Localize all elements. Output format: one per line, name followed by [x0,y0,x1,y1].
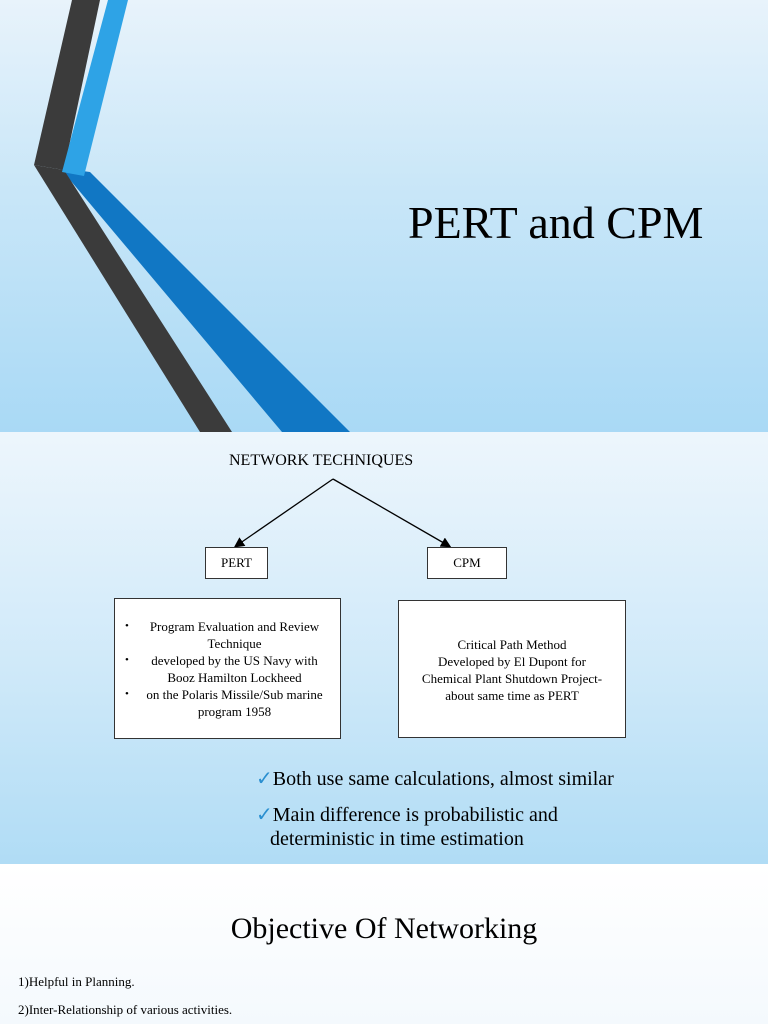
cpm-box: CPM [427,547,507,579]
checkmark-icon: ✓ [256,766,273,790]
cpm-line: about same time as PERT [445,688,579,703]
pert-bullet: developed by the US Navy with Booz Hamil… [125,652,330,686]
check-point: ✓Main difference is probabilistic and [256,802,558,827]
arrow-to-pert [233,478,334,548]
dark-stripe-bottom [34,165,232,432]
pert-detail-box: Program Evaluation and Review Technique … [114,598,341,739]
network-techniques-heading: NETWORK TECHNIQUES [229,452,414,469]
connector-lines [233,478,452,548]
title-slide: PERT and CPM [0,0,768,432]
cpm-line: Developed by El Dupont for [437,654,587,669]
pert-bullet-list: Program Evaluation and Review Technique … [125,618,330,720]
cpm-detail-box: Critical Path Method Developed by El Dup… [398,600,626,738]
check-point-continuation: deterministic in time estimation [270,828,524,850]
objective-item: 2)Inter-Relationship of various activiti… [18,1002,233,1017]
blue-stripe-top [62,0,128,176]
cpm-line: Critical Path Method [457,637,567,652]
objective-slide: Objective Of Networking 1)Helpful in Pla… [0,864,768,1024]
pert-bullet: on the Polaris Missile/Sub marine progra… [125,686,330,720]
network-techniques-slide: NETWORK TECHNIQUES PERT CPM Program Eval… [0,432,768,864]
decorative-stripes [34,0,350,432]
checkmark-icon: ✓ [256,802,273,826]
cpm-line: Chemical Plant Shutdown Project- [421,671,603,686]
check-point-text: Main difference is probabilistic and [272,804,558,826]
dark-stripe-top [34,0,100,170]
objective-item: 1)Helpful in Planning. [18,974,135,989]
check-point-text: Both use same calculations, almost simil… [272,768,614,790]
deep-blue-swoosh [60,168,350,432]
pert-box: PERT [205,547,268,579]
check-point: ✓Both use same calculations, almost simi… [256,766,614,791]
pert-bullet: Program Evaluation and Review Technique [125,618,330,652]
slide-title: PERT and CPM [408,197,704,248]
objective-title: Objective Of Networking [230,912,538,945]
arrow-to-cpm [332,478,452,548]
